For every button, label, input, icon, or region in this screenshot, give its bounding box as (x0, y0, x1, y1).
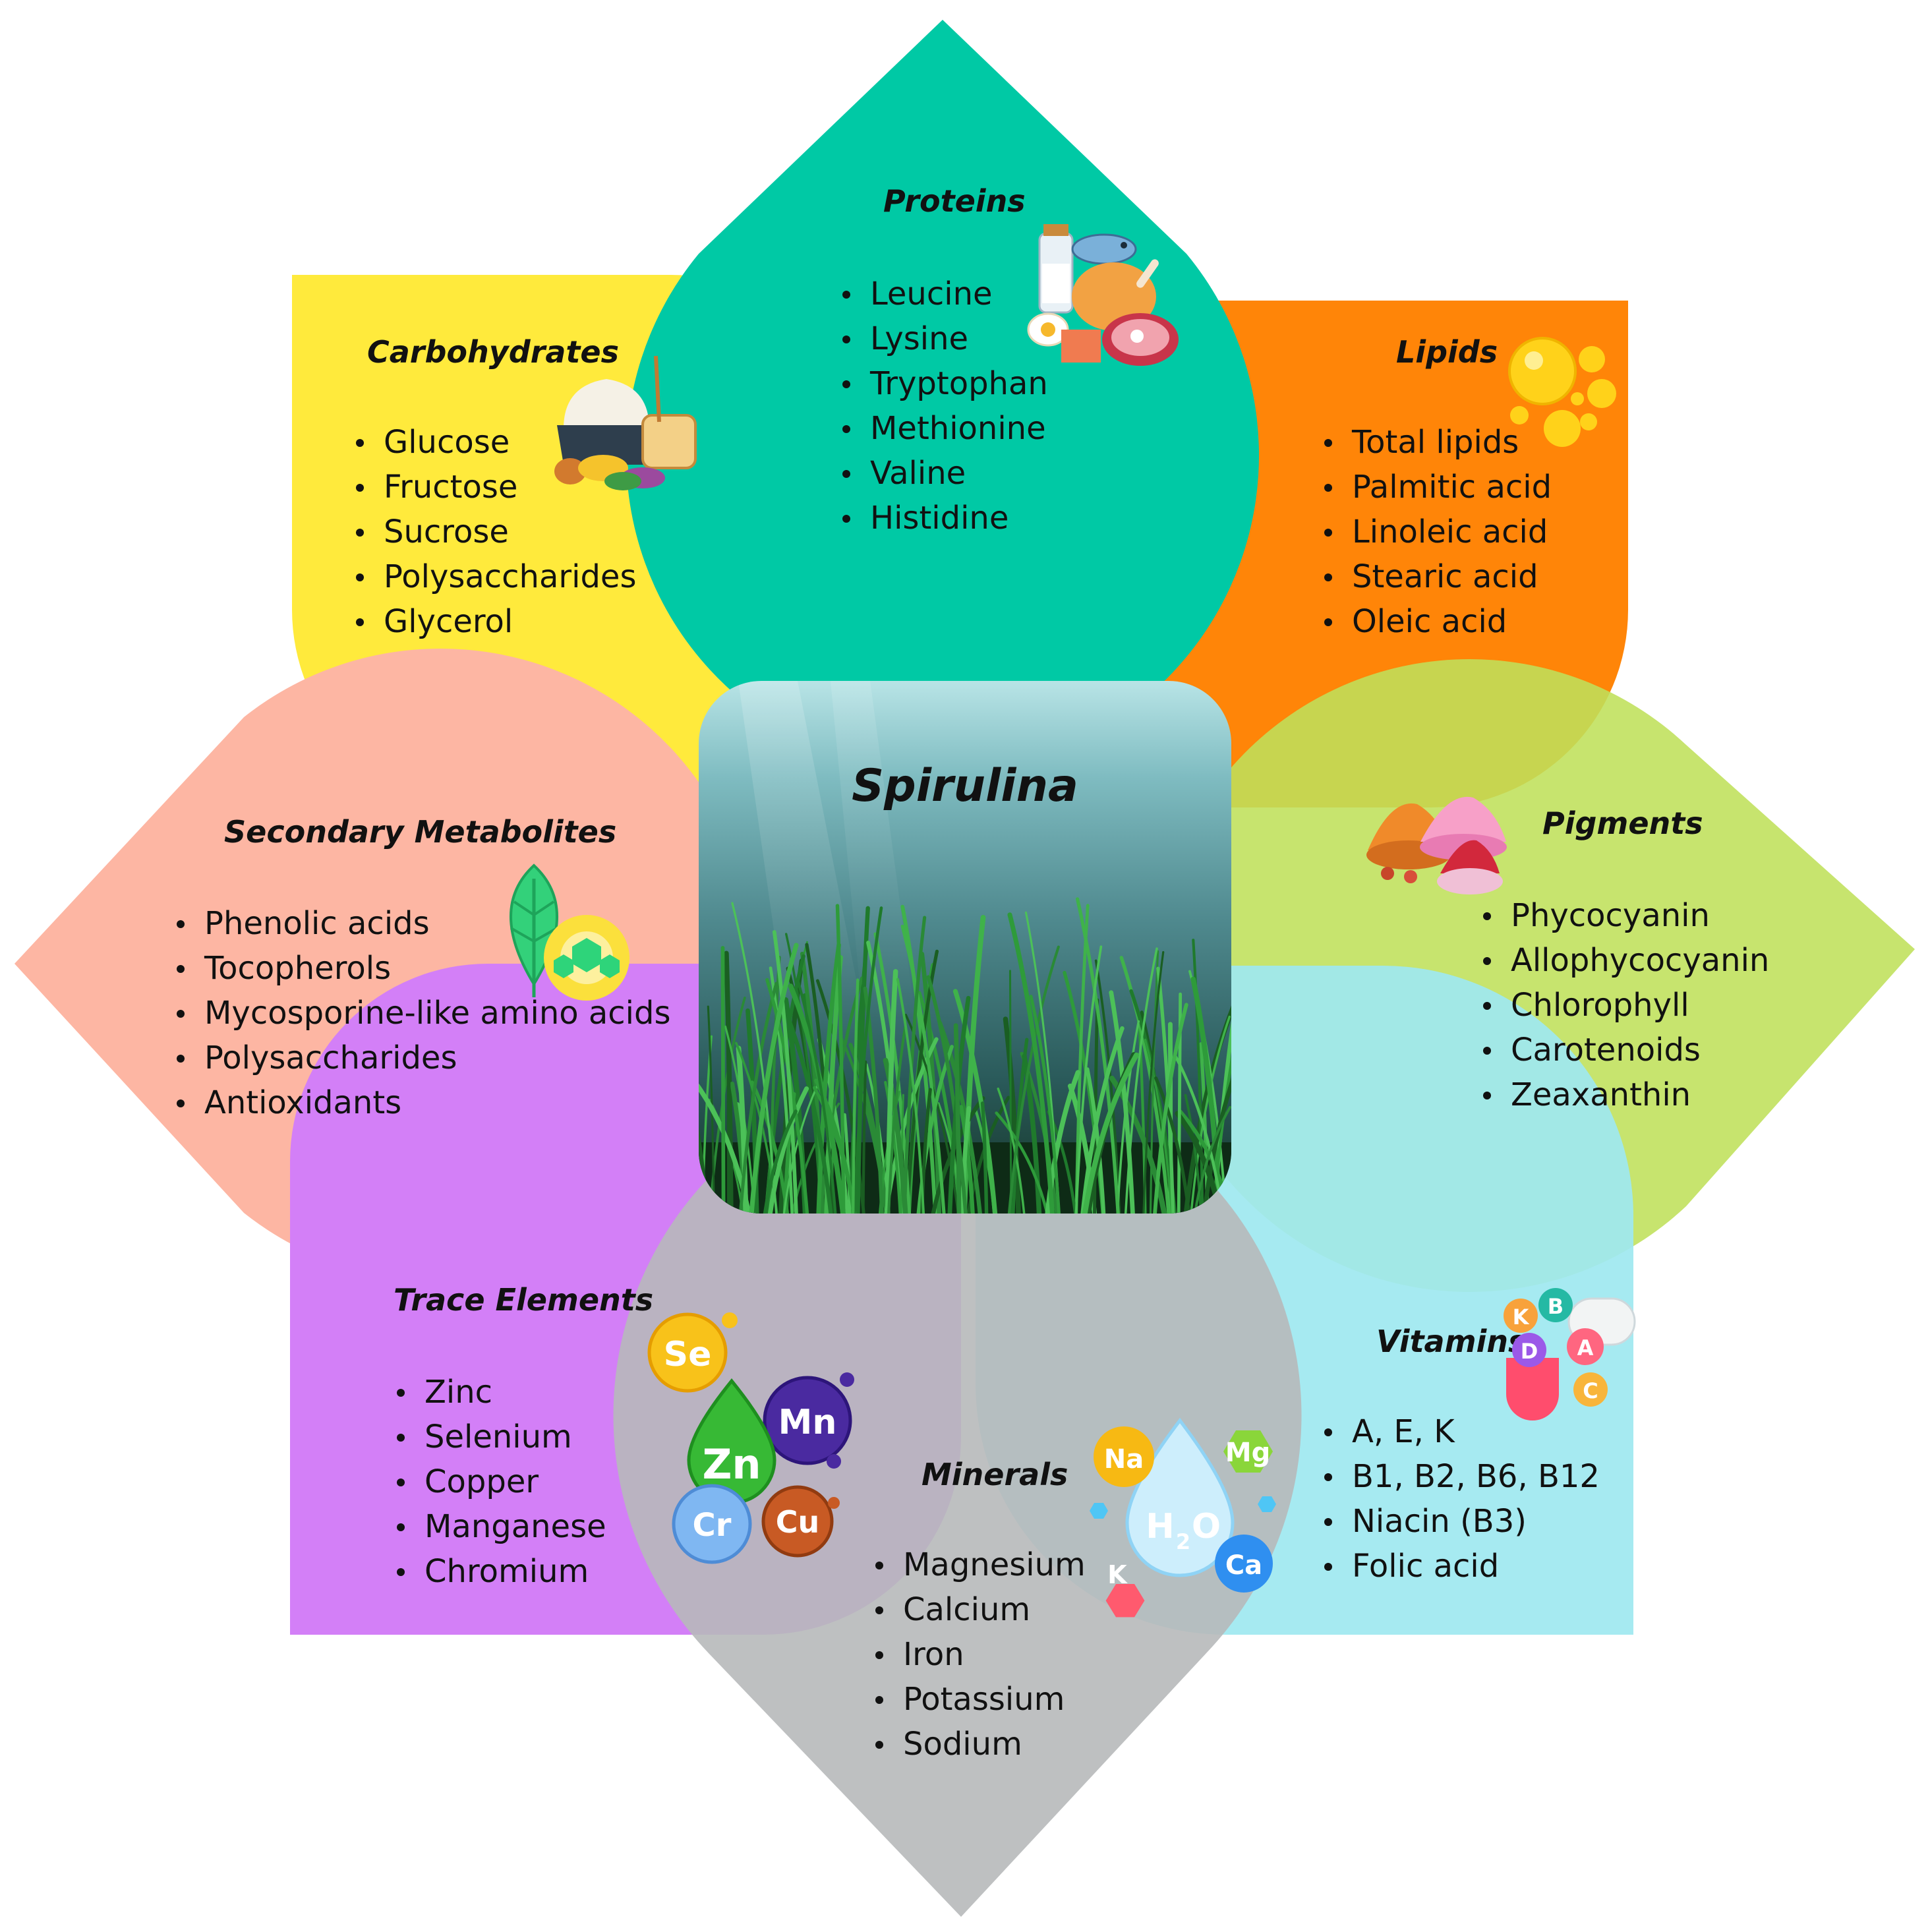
pigment-powder-icon (1366, 794, 1516, 903)
vitamin-capsule-icon: K B D A C (1493, 1285, 1641, 1424)
oil-droplets-icon (1506, 333, 1618, 448)
list-item: Valine (838, 451, 1048, 496)
list-item: Iron (871, 1632, 1086, 1677)
list-item: Polysaccharides (352, 554, 636, 599)
list-item: Mycosporine-like amino acids (173, 991, 670, 1036)
mineral-water-icon: H 2 O Na Mg K Ca (1088, 1417, 1279, 1618)
food-protein-icon (1025, 224, 1186, 372)
list-item: Manganese (393, 1504, 606, 1549)
carbohydrates-title: Carbohydrates (367, 334, 619, 370)
underwater-seagrass-image (699, 681, 1231, 1214)
list-item: Lysine (838, 316, 1048, 361)
list-item: Tryptophan (838, 361, 1048, 406)
vitamin-k: K (1513, 1304, 1530, 1330)
leaf-molecule-icon (488, 862, 636, 1004)
mineral-k: K (1107, 1560, 1128, 1589)
list-item: Potassium (871, 1677, 1086, 1722)
list-item: Methionine (838, 406, 1048, 451)
list-item: Histidine (838, 496, 1048, 541)
grain-bread-icon (550, 355, 705, 494)
vitamin-b: B (1548, 1294, 1564, 1319)
mineral-2: 2 (1176, 1529, 1190, 1554)
list-item: Selenium (393, 1415, 606, 1459)
list-item: Magnesium (871, 1542, 1086, 1587)
list-item: B1, B2, B6, B12 (1320, 1454, 1600, 1499)
lipids-title: Lipids (1396, 334, 1498, 370)
spirulina-photo: Spirulina (699, 681, 1231, 1214)
proteins-title: Proteins (883, 183, 1026, 219)
vitamins-title: Vitamins (1376, 1324, 1527, 1359)
list-item: Oleic acid (1320, 599, 1552, 644)
list-item: Phycocyanin (1479, 893, 1769, 938)
list-item: Leucine (838, 272, 1048, 316)
list-item: Antioxidants (173, 1080, 670, 1125)
vitamin-c: C (1583, 1378, 1598, 1403)
list-item: Phenolic acids (173, 901, 670, 946)
list-item: Calcium (871, 1587, 1086, 1632)
list-item: Folic acid (1320, 1544, 1600, 1589)
petal-proteins-shape (626, 20, 1260, 772)
trace-cr: Cr (693, 1507, 732, 1544)
minerals-title: Minerals (921, 1457, 1068, 1492)
vitamin-d: D (1521, 1339, 1538, 1364)
list-item: Niacin (B3) (1320, 1499, 1600, 1544)
pigments-title: Pigments (1542, 805, 1703, 841)
list-item: Glucose (352, 420, 636, 465)
mineral-o: O (1192, 1507, 1221, 1546)
list-item: Sodium (871, 1722, 1086, 1767)
list-item: Linoleic acid (1320, 510, 1552, 554)
list-item: A, E, K (1320, 1409, 1600, 1454)
list-item: Chromium (393, 1549, 606, 1594)
list-item: Chlorophyll (1479, 983, 1769, 1028)
list-item: Polysaccharides (173, 1036, 670, 1080)
secondary-metabolites-title: Secondary Metabolites (224, 814, 617, 850)
mineral-h: H (1146, 1507, 1175, 1546)
list-item: Tocopherols (173, 946, 670, 991)
list-item: Sucrose (352, 510, 636, 554)
list-item: Glycerol (352, 599, 636, 644)
mineral-ca: Ca (1225, 1550, 1262, 1581)
petal-minerals-shape (613, 1071, 1302, 1917)
trace-zn: Zn (702, 1440, 761, 1488)
trace-mn: Mn (778, 1403, 837, 1442)
list-item: Carotenoids (1479, 1028, 1769, 1072)
center-title: Spirulina (852, 760, 1078, 812)
mineral-na: Na (1104, 1444, 1144, 1475)
list-item: Zinc (393, 1370, 606, 1415)
mineral-mg: Mg (1225, 1438, 1270, 1468)
list-item: Fructose (352, 465, 636, 510)
list-item: Zeaxanthin (1479, 1072, 1769, 1117)
trace-se: Se (664, 1335, 712, 1374)
vitamin-a: A (1577, 1335, 1594, 1361)
list-item: Palmitic acid (1320, 465, 1552, 510)
list-item: Stearic acid (1320, 554, 1552, 599)
element-bubbles-icon: Se Mn Zn Cr Cu (643, 1308, 867, 1572)
trace-cu: Cu (776, 1504, 820, 1540)
list-item: Total lipids (1320, 420, 1552, 465)
list-item: Allophycocyanin (1479, 938, 1769, 983)
trace-elements-title: Trace Elements (394, 1282, 654, 1318)
list-item: Copper (393, 1459, 606, 1504)
